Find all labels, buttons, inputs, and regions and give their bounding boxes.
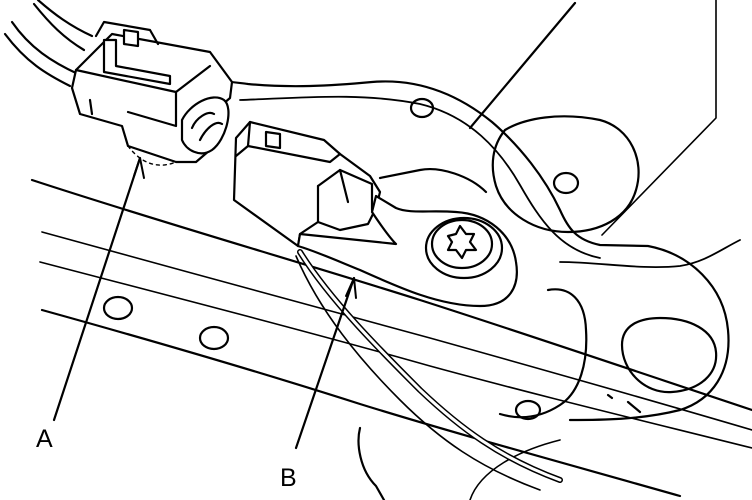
harness-wire bbox=[3, 0, 563, 491]
leader-arrowhead-a bbox=[133, 157, 145, 179]
mounting-bracket bbox=[133, 0, 741, 422]
leader-arrowhead-b bbox=[345, 277, 357, 299]
leader-line-b bbox=[294, 276, 356, 450]
leader-lines bbox=[52, 156, 357, 450]
callout-b: B bbox=[280, 464, 297, 492]
connector-a bbox=[70, 20, 234, 166]
leader-line-a bbox=[52, 156, 142, 422]
frame-rail bbox=[30, 178, 752, 500]
callout-a: A bbox=[36, 425, 53, 453]
connector-b bbox=[232, 120, 518, 308]
